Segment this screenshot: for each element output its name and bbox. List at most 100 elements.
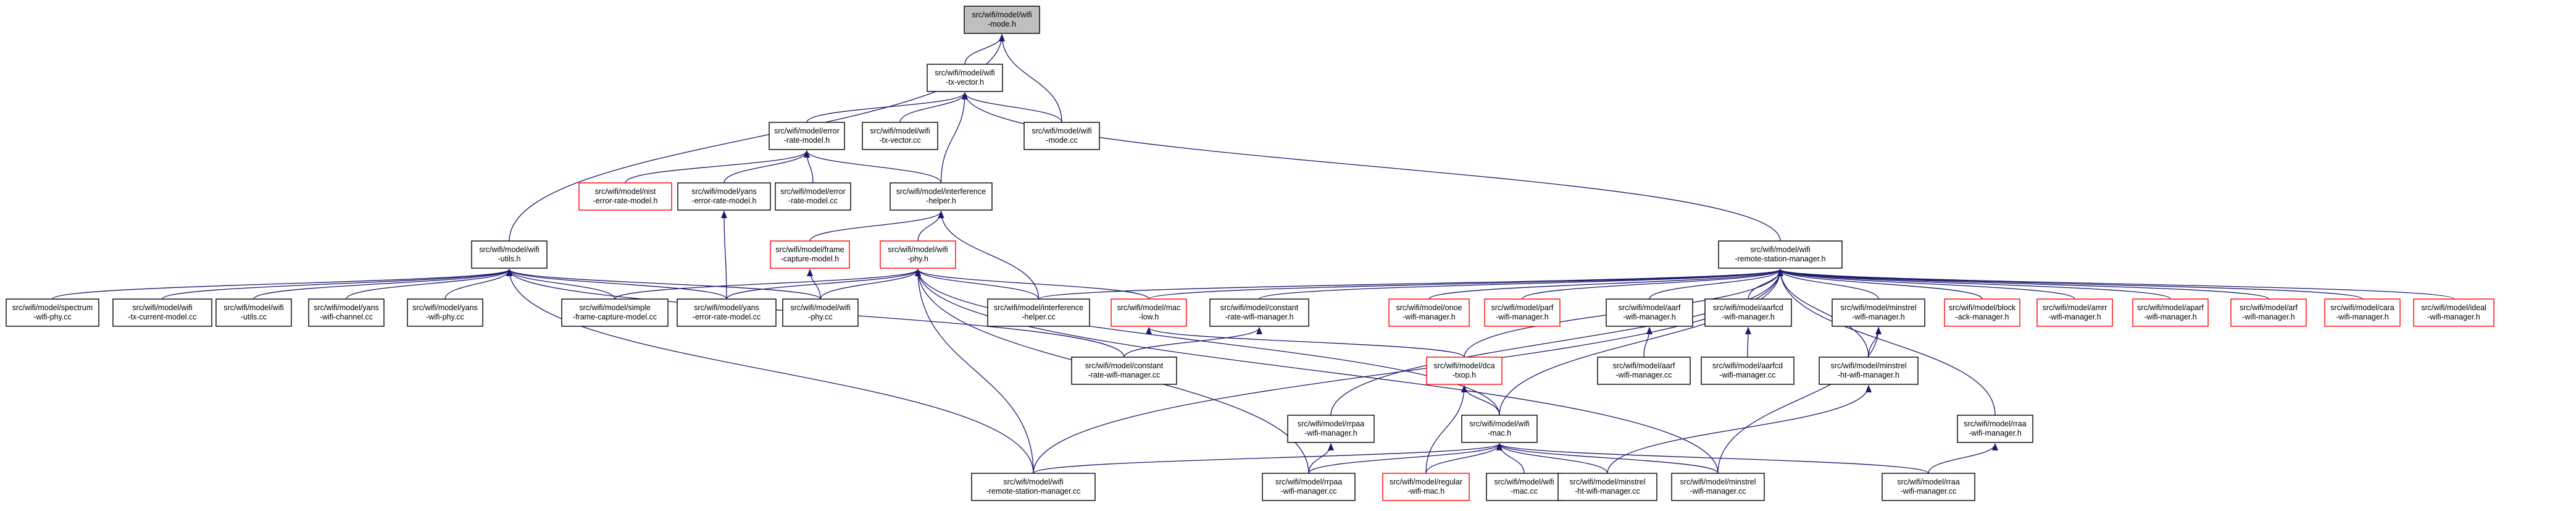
node-mode-cc[interactable]: src/wifi/model/wifi-mode.cc xyxy=(1023,122,1100,150)
node-box xyxy=(775,182,851,211)
node-label-line: -wifi-manager.h xyxy=(1496,313,1548,321)
node-label-line: src/wifi/model/interference xyxy=(994,303,1083,312)
node-phy-cc[interactable]: src/wifi/model/wifi-phy.cc xyxy=(782,298,859,327)
edge-interference_h-to-frame_capture xyxy=(809,211,944,242)
node-label-line: -helper.cc xyxy=(1022,313,1055,321)
node-rsm-cc[interactable]: src/wifi/model/wifi-remote-station-manag… xyxy=(971,473,1096,501)
node-yans-channel[interactable]: src/wifi/model/yans-wifi-channel.cc xyxy=(308,298,385,327)
node-label-line: -utils.cc xyxy=(241,313,267,321)
node-box xyxy=(1957,415,2033,443)
node-rrpaa-h[interactable]: src/wifi/model/rrpaa-wifi-manager.h xyxy=(1287,415,1375,443)
node-label-line: src/wifi/model/minstrel xyxy=(1680,478,1756,486)
node-label-line: src/wifi/model/wifi xyxy=(132,303,192,312)
edge-mode_h-to-tx_vector_h xyxy=(964,34,1005,65)
node-label-line: src/wifi/model/simple xyxy=(579,303,650,312)
node-rraa-cc[interactable]: src/wifi/model/rraa-wifi-manager.cc xyxy=(1882,473,1975,501)
node-constant-cc[interactable]: src/wifi/model/constant-rate-wifi-manage… xyxy=(1071,357,1177,385)
node-box xyxy=(1111,298,1187,327)
node-label-line: src/wifi/model/wifi xyxy=(888,245,948,254)
node-mac-h[interactable]: src/wifi/model/wifi-mac.h xyxy=(1461,415,1538,443)
node-dca-txop[interactable]: src/wifi/model/dca-txop.h xyxy=(1426,357,1503,385)
edge-rsm_h-to-arf xyxy=(1777,269,2269,300)
node-label-line: -utils.h xyxy=(498,255,521,263)
node-label-line: -wifi-phy.cc xyxy=(426,313,464,321)
node-tx-vector-h[interactable]: src/wifi/model/wifi-tx-vector.h xyxy=(927,64,1003,92)
edge-dca_txop-to-mac_h xyxy=(1461,385,1500,416)
node-label-line: -wifi-manager.h xyxy=(2242,313,2295,321)
node-interference-h[interactable]: src/wifi/model/interference-helper.h xyxy=(890,182,993,211)
node-label-line: src/wifi/model/wifi xyxy=(1494,478,1554,486)
node-interference-cc[interactable]: src/wifi/model/interference-helper.cc xyxy=(987,298,1090,327)
edge-phy_h-to-phy_cc xyxy=(820,269,921,300)
node-label-line: src/wifi/model/arf xyxy=(2240,303,2298,312)
node-phy-h[interactable]: src/wifi/model/wifi-phy.h xyxy=(880,240,956,269)
node-mac-cc[interactable]: src/wifi/model/wifi-mac.cc xyxy=(1486,473,1562,501)
node-nist-error[interactable]: src/wifi/model/nist-error-rate-model.h xyxy=(578,182,672,211)
node-yans-error-cc[interactable]: src/wifi/model/yans-error-rate-model.cc xyxy=(677,298,777,327)
node-parf[interactable]: src/wifi/model/parf-wifi-manager.h xyxy=(1484,298,1561,327)
node-label-line: -phy.cc xyxy=(808,313,832,321)
node-box xyxy=(1461,415,1538,443)
node-utils-cc[interactable]: src/wifi/model/wifi-utils.cc xyxy=(215,298,292,327)
node-box xyxy=(308,298,385,327)
node-label-line: -wifi-manager.h xyxy=(2048,313,2101,321)
node-cara[interactable]: src/wifi/model/cara-wifi-manager.h xyxy=(2324,298,2401,327)
node-box xyxy=(1718,240,1843,269)
node-box xyxy=(880,240,956,269)
edge-rsm_h-to-block_ack xyxy=(1777,269,1983,300)
node-label-line: src/wifi/model/frame xyxy=(775,245,844,254)
edge-mac_h-to-rsm_cc xyxy=(1033,443,1503,474)
node-rraa-h[interactable]: src/wifi/model/rraa-wifi-manager.h xyxy=(1957,415,2033,443)
node-rsm-h[interactable]: src/wifi/model/wifi-remote-station-manag… xyxy=(1718,240,1843,269)
node-label-line: -tx-vector.h xyxy=(946,78,984,87)
edge-rraa_h-to-rraa_cc xyxy=(1928,443,1998,474)
node-simple-frame[interactable]: src/wifi/model/simple-frame-capture-mode… xyxy=(561,298,669,327)
edge-minstrel_h-to-minstrel_cc xyxy=(1717,327,1882,474)
node-tx-vector-cc[interactable]: src/wifi/model/wifi-tx-vector.cc xyxy=(862,122,938,150)
edge-rsm_h-to-constant_h xyxy=(1259,269,1783,300)
node-frame-capture[interactable]: src/wifi/model/frame-capture-model.h xyxy=(770,240,850,269)
node-minstrel-ht-h[interactable]: src/wifi/model/minstrel-ht-wifi-manager.… xyxy=(1819,357,1919,385)
node-label-line: src/wifi/model/wifi xyxy=(1003,478,1063,486)
node-onoe[interactable]: src/wifi/model/onoe-wifi-manager.h xyxy=(1388,298,1470,327)
node-box xyxy=(769,122,845,150)
node-label-line: src/wifi/model/wifi xyxy=(1032,127,1091,135)
edge-phy_h-to-mac_h xyxy=(915,269,1500,416)
node-utils-h[interactable]: src/wifi/model/wifi-utils.h xyxy=(471,240,548,269)
node-arf[interactable]: src/wifi/model/arf-wifi-manager.h xyxy=(2230,298,2307,327)
node-label-line: -rate-wifi-manager.cc xyxy=(1088,371,1161,379)
edge-rsm_h-to-interference_cc xyxy=(1038,269,1783,300)
node-regular-mac[interactable]: src/wifi/model/regular-wifi-mac.h xyxy=(1382,473,1470,501)
node-yans-error-h[interactable]: src/wifi/model/yans-error-rate-model.h xyxy=(677,182,771,211)
node-block-ack[interactable]: src/wifi/model/block-ack-manager.h xyxy=(1944,298,2020,327)
node-aarfcd-h[interactable]: src/wifi/model/aarfcd-wifi-manager.h xyxy=(1704,298,1792,327)
node-box xyxy=(1426,357,1503,385)
node-error-rate-model-h[interactable]: src/wifi/model/error-rate-model.h xyxy=(769,122,845,150)
node-ideal[interactable]: src/wifi/model/ideal-wifi-manager.h xyxy=(2413,298,2495,327)
node-amrr[interactable]: src/wifi/model/amrr-wifi-manager.h xyxy=(2036,298,2113,327)
node-spectrum-phy[interactable]: src/wifi/model/spectrum-wifi-phy.cc xyxy=(6,298,99,327)
node-error-rate-model-cc[interactable]: src/wifi/model/error-rate-model.cc xyxy=(775,182,851,211)
node-minstrel-cc[interactable]: src/wifi/model/minstrel-wifi-manager.cc xyxy=(1671,473,1765,501)
edge-tx_vector_h-to-interference_h xyxy=(940,92,968,184)
node-box xyxy=(1704,298,1792,327)
node-mac-low[interactable]: src/wifi/model/mac-low.h xyxy=(1111,298,1187,327)
node-label-line: -wifi-manager.h xyxy=(1304,429,1357,437)
node-label-line: src/wifi/model/constant xyxy=(1220,303,1299,312)
node-rrpaa-cc[interactable]: src/wifi/model/rrpaa-wifi-manager.cc xyxy=(1262,473,1356,501)
edge-mac_h-to-minstrel_ht_cc xyxy=(1496,443,1608,474)
node-label-line: src/wifi/model/aarfcd xyxy=(1712,361,1783,370)
node-box xyxy=(890,182,993,211)
node-minstrel-h[interactable]: src/wifi/model/minstrel-wifi-manager.h xyxy=(1832,298,1925,327)
node-label-line: -wifi-manager.h xyxy=(1852,313,1904,321)
node-minstrel-ht-cc[interactable]: src/wifi/model/minstrel-ht-wifi-manager.… xyxy=(1557,473,1657,501)
node-box xyxy=(782,298,859,327)
node-tx-current[interactable]: src/wifi/model/wifi-tx-current-model.cc xyxy=(112,298,212,327)
node-box xyxy=(2230,298,2307,327)
node-aparf[interactable]: src/wifi/model/aparf-wifi-manager.h xyxy=(2132,298,2209,327)
node-aarf-cc[interactable]: src/wifi/model/aarf-wifi-manager.cc xyxy=(1597,357,1691,385)
node-aarf-h[interactable]: src/wifi/model/aarf-wifi-manager.h xyxy=(1606,298,1693,327)
node-yans-phy[interactable]: src/wifi/model/yans-wifi-phy.cc xyxy=(407,298,483,327)
node-constant-h[interactable]: src/wifi/model/constant-rate-wifi-manage… xyxy=(1209,298,1309,327)
node-aarfcd-cc[interactable]: src/wifi/model/aarfcd-wifi-manager.cc xyxy=(1701,357,1794,385)
